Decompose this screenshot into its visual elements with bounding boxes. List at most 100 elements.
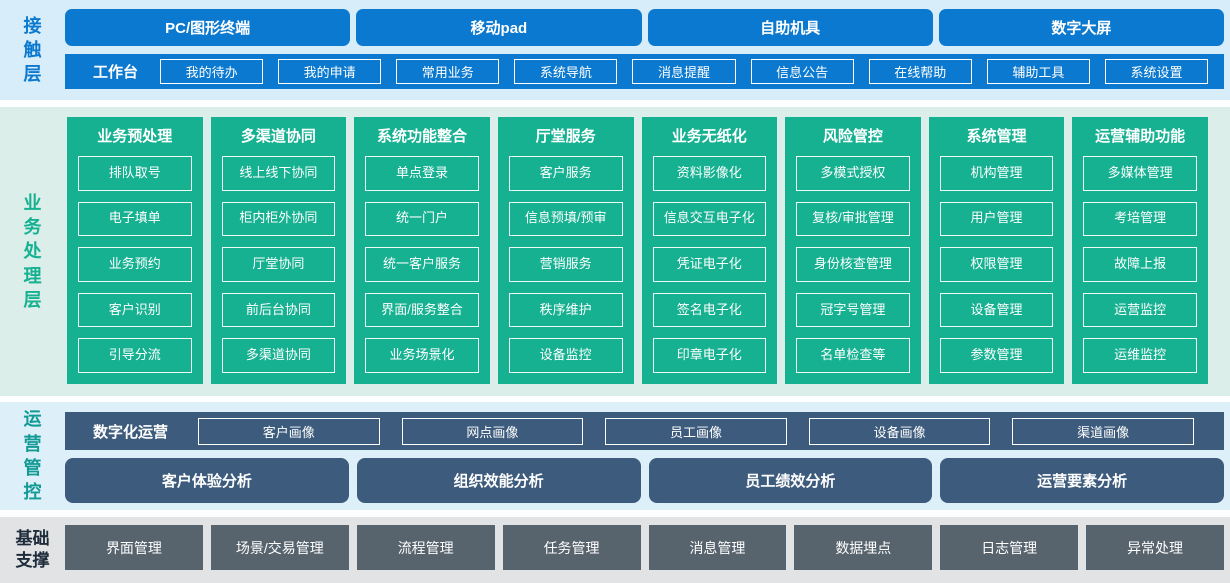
business-item-button[interactable]: 资料影像化 (652, 156, 767, 191)
analysis-row: 客户体验分析 组织效能分析 员工绩效分析 运营要素分析 (65, 458, 1224, 503)
business-columns: 业务预处理 排队取号电子填单业务预约客户识别引导分流 多渠道协同 线上线下协同柜… (67, 117, 1208, 384)
business-item-button[interactable]: 业务预约 (78, 247, 192, 282)
workbench-button[interactable]: 在线帮助 (868, 59, 972, 84)
portrait-button[interactable]: 员工画像 (605, 417, 787, 445)
workbench-button[interactable]: 信息公告 (750, 59, 854, 84)
operations-layer-label: 运营管控 (23, 409, 42, 503)
foundation-button[interactable]: 界面管理 (65, 525, 203, 570)
foundation-button[interactable]: 流程管理 (356, 525, 495, 570)
business-column: 业务预处理 排队取号电子填单业务预约客户识别引导分流 (67, 117, 203, 384)
portrait-button[interactable]: 渠道画像 (1012, 417, 1194, 445)
workbench-button[interactable]: 消息提醒 (632, 59, 736, 84)
business-item-button[interactable]: 电子填单 (78, 201, 192, 237)
business-item-button[interactable]: 权限管理 (939, 247, 1054, 282)
channel-button[interactable]: PC/图形终端 (65, 9, 351, 46)
business-column-items: 多模式授权复核/审批管理身份核查管理冠字号管理名单检查等 (796, 156, 910, 373)
business-item-button[interactable]: 冠字号管理 (796, 292, 910, 328)
foundation-button[interactable]: 数据埋点 (794, 525, 933, 570)
business-item-button[interactable]: 统一门户 (365, 201, 479, 237)
business-item-button[interactable]: 营销服务 (508, 247, 623, 282)
foundation-layer-gutter: 基础支撑 (0, 517, 65, 583)
operations-layer-gutter: 运营管控 (0, 402, 65, 510)
analysis-button[interactable]: 组织效能分析 (356, 458, 641, 503)
business-layer-label: 业务处理层 (23, 192, 42, 310)
business-item-button[interactable]: 柜内柜外协同 (221, 201, 336, 237)
business-column-items: 客户服务信息预填/预审营销服务秩序维护设备监控 (508, 156, 623, 373)
business-item-button[interactable]: 多模式授权 (796, 156, 910, 191)
business-item-button[interactable]: 设备监控 (508, 338, 623, 373)
workbench-button[interactable]: 常用业务 (396, 59, 500, 84)
analysis-button[interactable]: 客户体验分析 (65, 458, 349, 503)
business-column-title: 风险管控 (822, 128, 883, 145)
business-column-title: 业务预处理 (97, 128, 173, 145)
business-column: 风险管控 多模式授权复核/审批管理身份核查管理冠字号管理名单检查等 (785, 117, 921, 384)
business-item-button[interactable]: 客户识别 (78, 292, 192, 328)
business-column: 多渠道协同 线上线下协同柜内柜外协同厅堂协同前后台协同多渠道协同 (210, 117, 347, 384)
digital-ops-items: 客户画像 网点画像 员工画像 设备画像 渠道画像 (198, 417, 1194, 445)
portrait-button[interactable]: 客户画像 (198, 417, 380, 445)
business-item-button[interactable]: 前后台协同 (221, 292, 336, 328)
business-column-title: 多渠道协同 (240, 128, 316, 145)
foundation-button[interactable]: 场景/交易管理 (210, 525, 349, 570)
workbench-label: 工作台 (93, 64, 139, 81)
business-item-button[interactable]: 运维监控 (1083, 338, 1197, 373)
channel-button[interactable]: 自助机具 (647, 9, 933, 46)
business-item-button[interactable]: 名单检查等 (796, 338, 910, 373)
business-item-button[interactable]: 身份核查管理 (796, 247, 910, 282)
business-item-button[interactable]: 印章电子化 (652, 338, 767, 373)
business-item-button[interactable]: 设备管理 (939, 292, 1054, 328)
foundation-button[interactable]: 任务管理 (502, 525, 641, 570)
business-item-button[interactable]: 凭证电子化 (652, 247, 767, 282)
business-item-button[interactable]: 排队取号 (78, 156, 192, 191)
business-item-button[interactable]: 运营监控 (1083, 292, 1197, 328)
channel-button[interactable]: 移动pad (356, 9, 642, 46)
business-item-button[interactable]: 线上线下协同 (221, 156, 336, 191)
business-item-button[interactable]: 签名电子化 (652, 292, 767, 328)
channel-row: PC/图形终端 移动pad 自助机具 数字大屏 (65, 9, 1224, 46)
workbench-button[interactable]: 系统设置 (1104, 59, 1208, 84)
business-layer-gutter: 业务处理层 (0, 107, 65, 396)
foundation-button[interactable]: 日志管理 (940, 525, 1079, 570)
business-item-button[interactable]: 复核/审批管理 (796, 201, 910, 237)
business-column-title: 系统功能整合 (377, 128, 468, 145)
business-item-button[interactable]: 业务场景化 (365, 338, 479, 373)
business-item-button[interactable]: 用户管理 (939, 201, 1054, 237)
analysis-button[interactable]: 运营要素分析 (940, 458, 1224, 503)
business-column-title: 系统管理 (966, 128, 1027, 145)
business-item-button[interactable]: 信息交互电子化 (652, 201, 767, 237)
workbench-items: 我的待办 我的申请 常用业务 系统导航 消息提醒 信息公告 在线帮助 辅助工具 (160, 59, 1208, 84)
foundation-button[interactable]: 异常处理 (1086, 525, 1224, 570)
portrait-button[interactable]: 网点画像 (401, 417, 584, 445)
channel-button[interactable]: 数字大屏 (938, 9, 1224, 46)
business-item-button[interactable]: 多渠道协同 (221, 338, 336, 373)
business-item-button[interactable]: 秩序维护 (508, 292, 623, 328)
business-column-items: 线上线下协同柜内柜外协同厅堂协同前后台协同多渠道协同 (221, 156, 336, 373)
workbench-button[interactable]: 辅助工具 (986, 59, 1090, 84)
contact-layer-label: 接触层 (23, 15, 42, 85)
workbench-button[interactable]: 我的待办 (160, 59, 264, 84)
portrait-button[interactable]: 设备画像 (808, 417, 991, 445)
analysis-button[interactable]: 员工绩效分析 (648, 458, 933, 503)
business-item-button[interactable]: 考培管理 (1083, 201, 1197, 237)
business-item-button[interactable]: 多媒体管理 (1083, 156, 1197, 191)
business-item-button[interactable]: 界面/服务整合 (365, 292, 479, 328)
business-item-button[interactable]: 客户服务 (508, 156, 623, 191)
business-item-button[interactable]: 统一客户服务 (365, 247, 479, 282)
business-item-button[interactable]: 信息预填/预审 (508, 201, 623, 237)
business-column-title: 厅堂服务 (535, 128, 596, 145)
business-item-button[interactable]: 参数管理 (939, 338, 1054, 373)
operations-layer: 运营管控 数字化运营 客户画像 网点画像 员工画像 设备画像 渠道画像 (0, 402, 1230, 510)
foundation-button[interactable]: 消息管理 (648, 525, 787, 570)
business-column-items: 机构管理用户管理权限管理设备管理参数管理 (939, 156, 1054, 373)
foundation-layer: 基础支撑 界面管理 场景/交易管理 流程管理 任务管理 消息管理 数据埋点 日志… (0, 517, 1230, 583)
business-column-items: 单点登录统一门户统一客户服务界面/服务整合业务场景化 (365, 156, 479, 373)
business-column: 系统功能整合 单点登录统一门户统一客户服务界面/服务整合业务场景化 (354, 117, 490, 384)
workbench-button[interactable]: 我的申请 (278, 59, 382, 84)
business-item-button[interactable]: 机构管理 (939, 156, 1054, 191)
business-item-button[interactable]: 单点登录 (365, 156, 479, 191)
business-item-button[interactable]: 厅堂协同 (221, 247, 336, 282)
business-item-button[interactable]: 引导分流 (78, 338, 192, 373)
business-item-button[interactable]: 故障上报 (1083, 247, 1197, 282)
workbench-button[interactable]: 系统导航 (514, 59, 618, 84)
